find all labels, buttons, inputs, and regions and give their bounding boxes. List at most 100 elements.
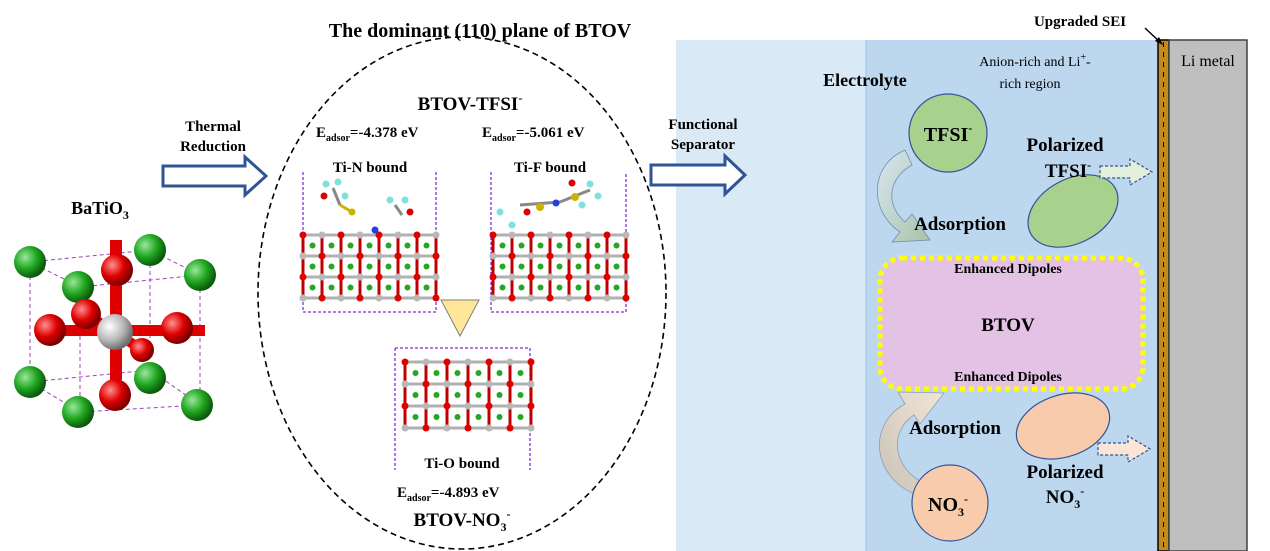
slab-atom [422,424,430,432]
slab-atom [318,294,326,302]
slab-ba-atom [423,263,430,270]
slab-atom [565,231,573,239]
slab-ba-atom [366,284,373,291]
slab-atom [464,358,472,366]
o-atom [71,299,101,329]
tfsi-ion-circle [908,93,988,173]
slab-ba-atom [518,242,525,249]
polarized-tfsi-ellipse [1027,174,1119,248]
slab-ba-atom [517,392,524,398]
slab-ba-atom [404,242,411,249]
slab-atom [527,402,535,410]
slab-atom [299,252,307,260]
slab-ba-atom [496,370,503,376]
ba-atom [134,234,166,266]
sei-label: Upgraded SEI [1034,14,1126,30]
enhanced-dipoles-top: Enhanced Dipoles [954,262,1062,277]
slab-model-tin [299,231,440,302]
slab-atom [375,273,383,281]
li-metal-label: Li metal [1181,53,1235,70]
region-line1: Anion-rich and Li+- [979,52,1091,70]
slab-ba-atom [454,414,461,420]
slab-ba-atom [433,414,440,420]
batio3-crystal-structure [14,234,216,428]
separator-label: Separator [671,137,735,153]
slab-ba-atom [517,370,524,376]
slab-ba-atom [499,284,506,291]
slab-atom [394,273,402,281]
slab-atom [508,252,516,260]
slab-atom [356,231,364,239]
slab-ba-atom [575,263,582,270]
slab-atom [318,273,326,281]
slab-atom [603,273,611,281]
enhanced-dipoles-bottom: Enhanced Dipoles [954,370,1062,385]
slab-atom [485,424,493,432]
down-triangle [440,299,480,338]
separator-panel [676,40,866,551]
ba-atom [14,366,46,398]
batio3-label: BaTiO3 [71,198,129,222]
eadsor-tin: Eadsor=-4.378 eV [316,125,419,144]
slab-ba-atom [366,242,373,249]
region-line2: rich region [999,77,1060,92]
adsorption-curve-arrow-top [876,149,931,243]
slab-atom [603,231,611,239]
slab-atom [489,273,497,281]
slab-atom [565,273,573,281]
o-atom [99,379,131,411]
slab-ba-atom [575,284,582,291]
slab-ba-atom [556,242,563,249]
ba-atom [184,259,216,291]
slab-atom [432,273,440,281]
slab-ba-atom [328,242,335,249]
slab-atom [432,231,440,239]
slab-atom [489,294,497,302]
adsorption-curve-arrow-bottom [879,391,945,497]
slab-ba-atom [594,263,601,270]
slab-ba-atom [385,263,392,270]
electrolyte-label: Electrolyte [823,70,907,90]
no3-to-sei-arrow [1097,434,1152,464]
slab-atom [546,231,554,239]
slab-ba-atom [499,263,506,270]
slab-atom [584,231,592,239]
slab-atom [394,252,402,260]
ba-atom [134,362,166,394]
slab-atom [394,231,402,239]
slab-model-tif [489,231,630,302]
slab-ba-atom [404,263,411,270]
slab-atom [527,380,535,388]
thermal-label: Thermal [185,119,241,135]
tfsi-to-sei-arrow [1099,157,1154,187]
slab-atom [413,252,421,260]
slab-ba-atom [499,242,506,249]
reduction-label: Reduction [180,139,246,155]
ti-atom [97,314,133,350]
slab-atom [565,252,573,260]
slab-atom [622,231,630,239]
tfsi-molecule-tin [320,178,414,234]
slab-ba-atom [385,242,392,249]
slab-atom [527,294,535,302]
slab-atom [299,294,307,302]
slab-ba-atom [475,392,482,398]
slab-ba-atom [412,370,419,376]
slab-ba-atom [347,284,354,291]
slab-ba-atom [613,242,620,249]
eadsor-tio: Eadsor=-4.893 eV [397,485,500,504]
slab-atom [485,358,493,366]
slab-atom [337,231,345,239]
slab-atom [422,380,430,388]
slab-ba-atom [518,284,525,291]
slab-ba-atom [613,263,620,270]
slab-atom [464,402,472,410]
slab-atom [508,273,516,281]
polarized-no3-ellipse [1015,392,1111,460]
slab-ba-atom [412,392,419,398]
slab-atom [356,273,364,281]
slab-atom [527,252,535,260]
slab-atom [413,273,421,281]
slab-atom [375,294,383,302]
slab-ba-atom [496,392,503,398]
